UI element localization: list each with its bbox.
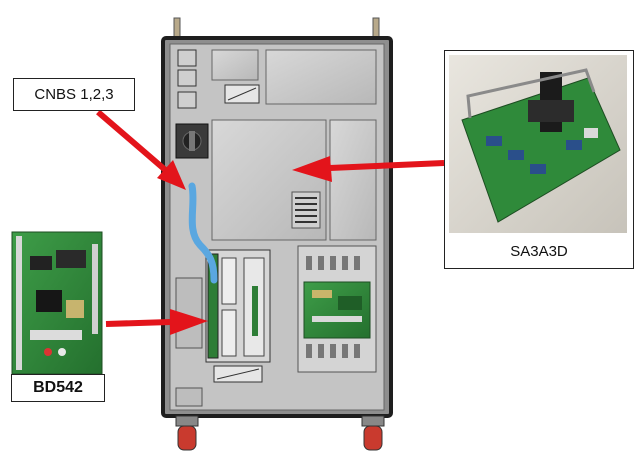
bd542-callout-label: BD542 [12, 379, 104, 397]
cnbs-callout-box: CNBS 1,2,3 [13, 78, 135, 111]
cnbs-callout-label: CNBS 1,2,3 [14, 86, 134, 103]
top-module-left [212, 50, 258, 80]
top-module-right [266, 50, 376, 104]
control-cabinet [163, 18, 391, 450]
casters [176, 416, 384, 450]
cnbs-arrow [98, 112, 170, 174]
bd542-arrow [106, 322, 170, 324]
breaker-2 [178, 70, 196, 86]
power-unit [298, 246, 376, 372]
bottom-left-panel [176, 388, 202, 406]
sa3a3d-callout-box: SA3A3D [444, 50, 634, 269]
breaker-1 [178, 50, 196, 66]
breaker-3 [178, 92, 196, 108]
sa3a3d-callout-label: SA3A3D [445, 243, 633, 260]
vent-grille [292, 192, 320, 228]
side-cover [330, 120, 376, 240]
bd542-callout-box: BD542 [11, 374, 105, 402]
bd542-board-image [12, 232, 102, 374]
